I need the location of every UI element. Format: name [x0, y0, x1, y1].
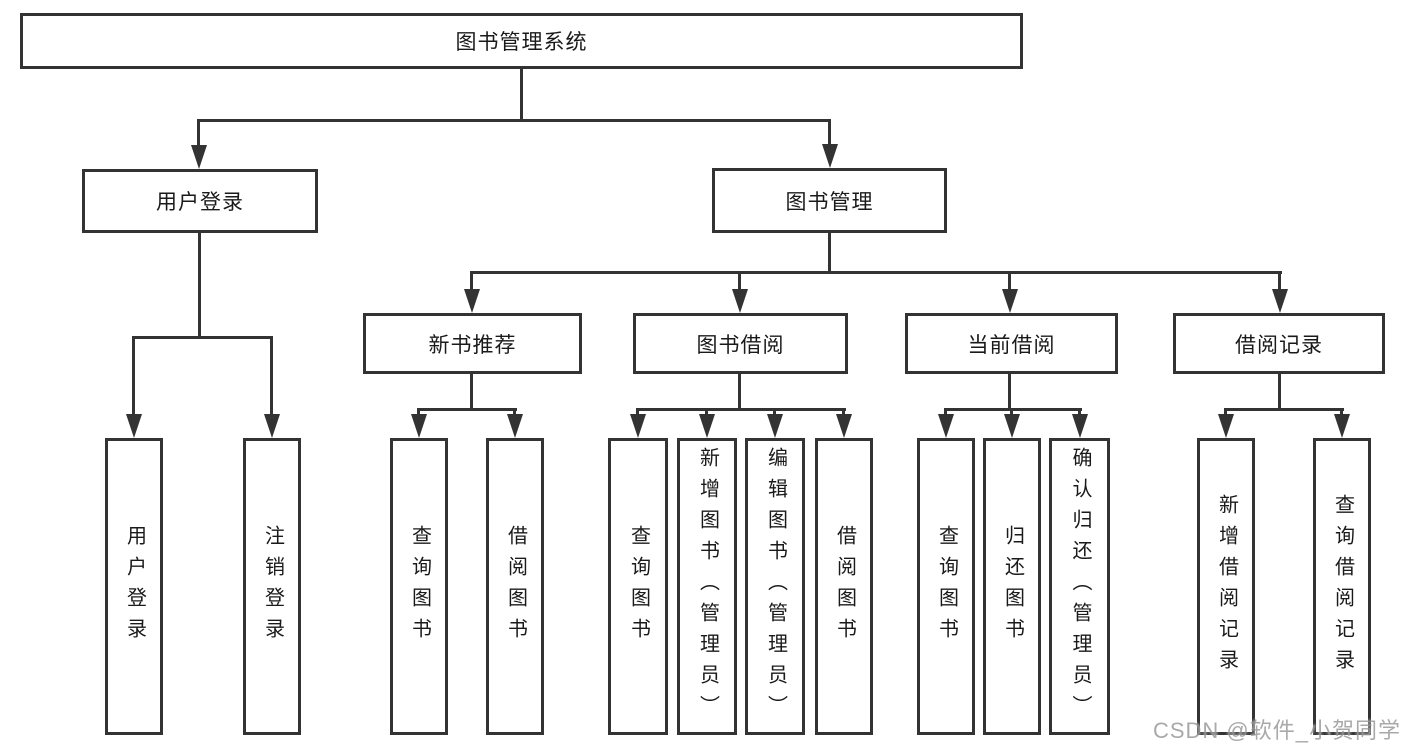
- connector-line: [944, 408, 1082, 411]
- leaf-confirm-return-admin: 确认归还（管理员）: [1049, 438, 1110, 735]
- csdn-watermark: CSDN @软件_小贺同学: [1152, 718, 1401, 743]
- connector-line: [270, 336, 273, 418]
- leaf-user-login-label: 用户登录: [123, 524, 146, 649]
- leaf-edit-book-admin: 编辑图书（管理员）: [745, 438, 805, 735]
- leaf-query-books-current: 查询图书: [917, 438, 975, 735]
- arrow-down-icon: [630, 414, 646, 438]
- node-new-book-recommend-label: 新书推荐: [428, 333, 517, 357]
- leaf-query-books-recommend-label: 查询图书: [408, 524, 431, 649]
- leaf-logout-label: 注销登录: [261, 524, 284, 649]
- arrow-down-icon: [126, 414, 142, 438]
- leaf-add-book-admin: 新增图书（管理员）: [677, 438, 737, 735]
- node-book-borrow: 图书借阅: [633, 313, 848, 374]
- arrow-down-icon: [191, 145, 207, 169]
- leaf-query-books-borrow-label: 查询图书: [627, 524, 650, 649]
- arrow-down-icon: [1002, 289, 1018, 313]
- leaf-query-books-current-label: 查询图书: [935, 524, 958, 649]
- leaf-query-books-recommend: 查询图书: [390, 438, 448, 735]
- arrow-down-icon: [1272, 289, 1288, 313]
- node-book-management-label: 图书管理: [785, 190, 874, 214]
- connector-line: [1008, 271, 1011, 293]
- arrow-down-icon: [464, 289, 480, 313]
- connector-line: [828, 119, 831, 148]
- connector-line: [417, 408, 517, 411]
- leaf-return-book: 归还图书: [983, 438, 1041, 735]
- connector-line: [197, 119, 200, 149]
- arrow-down-icon: [411, 414, 427, 438]
- connector-line: [470, 271, 473, 293]
- arrow-down-icon: [264, 414, 280, 438]
- node-user-login-label: 用户登录: [156, 191, 244, 214]
- arrow-down-icon: [732, 289, 748, 313]
- connector-line: [198, 119, 831, 122]
- leaf-borrow-book-label: 借阅图书: [833, 524, 856, 649]
- leaf-query-borrow-record-label: 查询借阅记录: [1331, 493, 1354, 680]
- leaf-confirm-return-admin-label: 确认归还（管理员）: [1069, 447, 1091, 726]
- node-book-management: 图书管理: [712, 168, 947, 233]
- arrow-down-icon: [822, 144, 838, 168]
- leaf-add-borrow-record-label: 新增借阅记录: [1215, 493, 1238, 680]
- node-borrow-records-label: 借阅记录: [1235, 333, 1323, 357]
- connector-line: [520, 69, 523, 121]
- connector-line: [470, 271, 1282, 274]
- connector-line: [738, 271, 741, 293]
- connector-line: [132, 336, 273, 339]
- node-book-borrow-label: 图书借阅: [696, 333, 785, 357]
- connector-line: [828, 233, 831, 274]
- arrow-down-icon: [699, 414, 715, 438]
- connector-line: [1008, 374, 1011, 411]
- arrow-down-icon: [507, 414, 523, 438]
- connector-line: [636, 408, 846, 411]
- leaf-query-borrow-record: 查询借阅记录: [1313, 438, 1371, 735]
- connector-line: [132, 336, 135, 418]
- arrow-down-icon: [1004, 414, 1020, 438]
- arrow-down-icon: [1218, 414, 1234, 438]
- connector-line: [1278, 271, 1281, 293]
- node-root-label: 图书管理系统: [455, 31, 588, 54]
- node-current-borrow: 当前借阅: [905, 313, 1118, 374]
- node-current-borrow-label: 当前借阅: [967, 333, 1056, 357]
- connector-line: [1224, 408, 1344, 411]
- arrow-down-icon: [1072, 414, 1088, 438]
- connector-line: [1278, 374, 1281, 411]
- node-root: 图书管理系统: [20, 13, 1023, 69]
- arrow-down-icon: [767, 414, 783, 438]
- leaf-user-login: 用户登录: [105, 438, 163, 735]
- connector-line: [470, 374, 473, 411]
- leaf-borrow-book-recommend-label: 借阅图书: [504, 524, 527, 649]
- arrow-down-icon: [938, 414, 954, 438]
- connector-line: [198, 233, 201, 339]
- node-borrow-records: 借阅记录: [1173, 313, 1385, 374]
- leaf-borrow-book: 借阅图书: [815, 438, 873, 735]
- leaf-query-books-borrow: 查询图书: [608, 438, 668, 735]
- leaf-return-book-label: 归还图书: [1001, 524, 1024, 649]
- node-new-book-recommend: 新书推荐: [363, 313, 582, 374]
- arrow-down-icon: [836, 414, 852, 438]
- leaf-add-borrow-record: 新增借阅记录: [1197, 438, 1255, 735]
- arrow-down-icon: [1334, 414, 1350, 438]
- leaf-add-book-admin-label: 新增图书（管理员）: [696, 447, 719, 726]
- leaf-edit-book-admin-label: 编辑图书（管理员）: [764, 447, 787, 726]
- leaf-logout: 注销登录: [243, 438, 301, 735]
- leaf-borrow-book-recommend: 借阅图书: [486, 438, 544, 735]
- connector-line: [738, 374, 741, 411]
- node-user-login: 用户登录: [82, 169, 318, 233]
